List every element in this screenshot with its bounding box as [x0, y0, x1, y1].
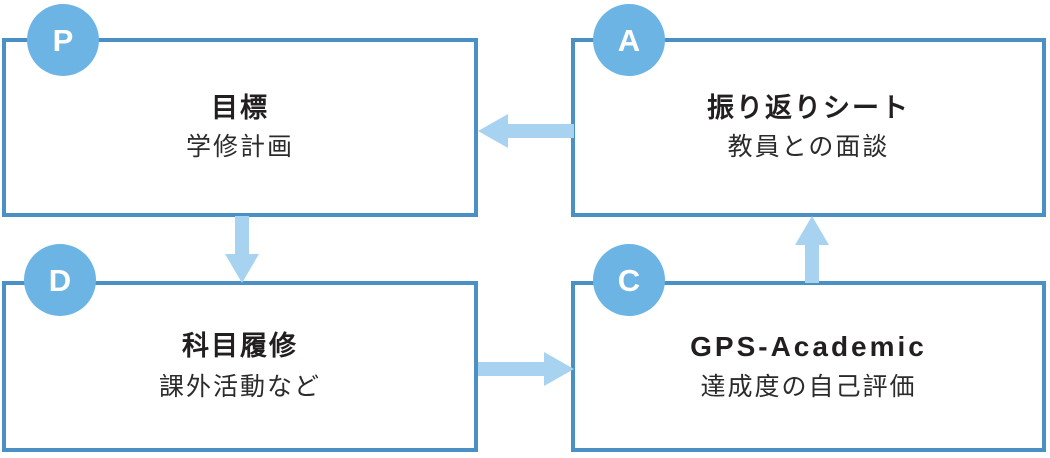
badge-label-do: D: [48, 262, 72, 298]
badge-check: C: [593, 244, 665, 316]
badge-do: D: [24, 244, 96, 316]
badge-plan: P: [27, 4, 99, 76]
node-subtitle-do: 課外活動など: [158, 372, 321, 401]
arrow-down-icon: [223, 216, 261, 283]
pdca-node-check: GPS-Academic 達成度の自己評価: [571, 281, 1046, 452]
node-subtitle-plan: 学修計画: [185, 132, 294, 161]
arrow-left-icon: [478, 112, 574, 150]
node-title-act: 振り返りシート: [707, 93, 910, 123]
pdca-node-do: 科目履修 課外活動など: [2, 281, 478, 452]
node-title-plan: 目標: [211, 93, 269, 123]
node-subtitle-act: 教員との面談: [727, 132, 890, 161]
arrow-right-icon: [478, 350, 574, 388]
badge-label-plan: P: [52, 22, 74, 58]
badge-label-check: C: [617, 262, 641, 298]
arrow-up-icon: [793, 216, 831, 283]
pdca-node-plan: 目標 学修計画: [2, 38, 478, 217]
badge-label-act: A: [617, 22, 641, 58]
node-title-check: GPS-Academic: [690, 331, 927, 363]
badge-act: A: [593, 4, 665, 76]
node-subtitle-check: 達成度の自己評価: [700, 373, 917, 402]
node-title-do: 科目履修: [182, 331, 298, 361]
